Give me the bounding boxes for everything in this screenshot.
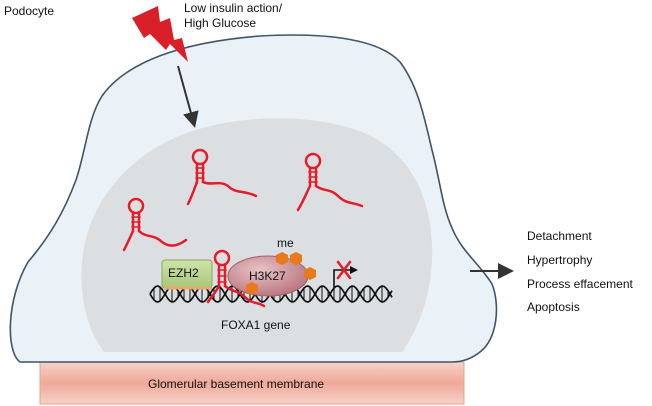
- methyl-groups: [246, 252, 316, 295]
- lncrna-3: [122, 197, 188, 252]
- methyl-hexagon: [304, 267, 316, 280]
- lncrna-bound: [206, 249, 266, 308]
- basement-membrane: [39, 361, 465, 405]
- methyl-hexagon: [246, 282, 258, 295]
- ezh2-label: EZH2: [168, 266, 199, 280]
- outcome-hypertrophy: Hypertrophy: [527, 253, 593, 267]
- outcome-detachment: Detachment: [527, 229, 592, 243]
- methyl-hexagon: [290, 252, 302, 265]
- membrane-label: Glomerular basement membrane: [148, 377, 325, 391]
- outcome-apoptosis: Apoptosis: [527, 300, 580, 314]
- lncrna-2: [296, 152, 364, 212]
- outcome-process-effacement: Process effacement: [527, 277, 633, 291]
- stimulus-label-line2: High Glucose: [184, 16, 257, 30]
- methyl-label: me: [277, 236, 294, 250]
- red-x-icon: [336, 260, 352, 280]
- stimulus-arrow: [177, 65, 199, 128]
- lightning-bolt-icon: [132, 6, 188, 62]
- methyl-hexagon: [276, 252, 288, 265]
- gene-label: FOXA1 gene: [221, 318, 291, 332]
- bent-arrow-head: [350, 266, 358, 274]
- stimulus-label-line1: Low insulin action/: [184, 1, 283, 15]
- lncrna-1: [186, 148, 258, 206]
- bent-arrow-icon: [333, 269, 352, 288]
- podocyte-label: Podocyte: [4, 4, 55, 18]
- h3k27-label: H3K27: [249, 269, 286, 283]
